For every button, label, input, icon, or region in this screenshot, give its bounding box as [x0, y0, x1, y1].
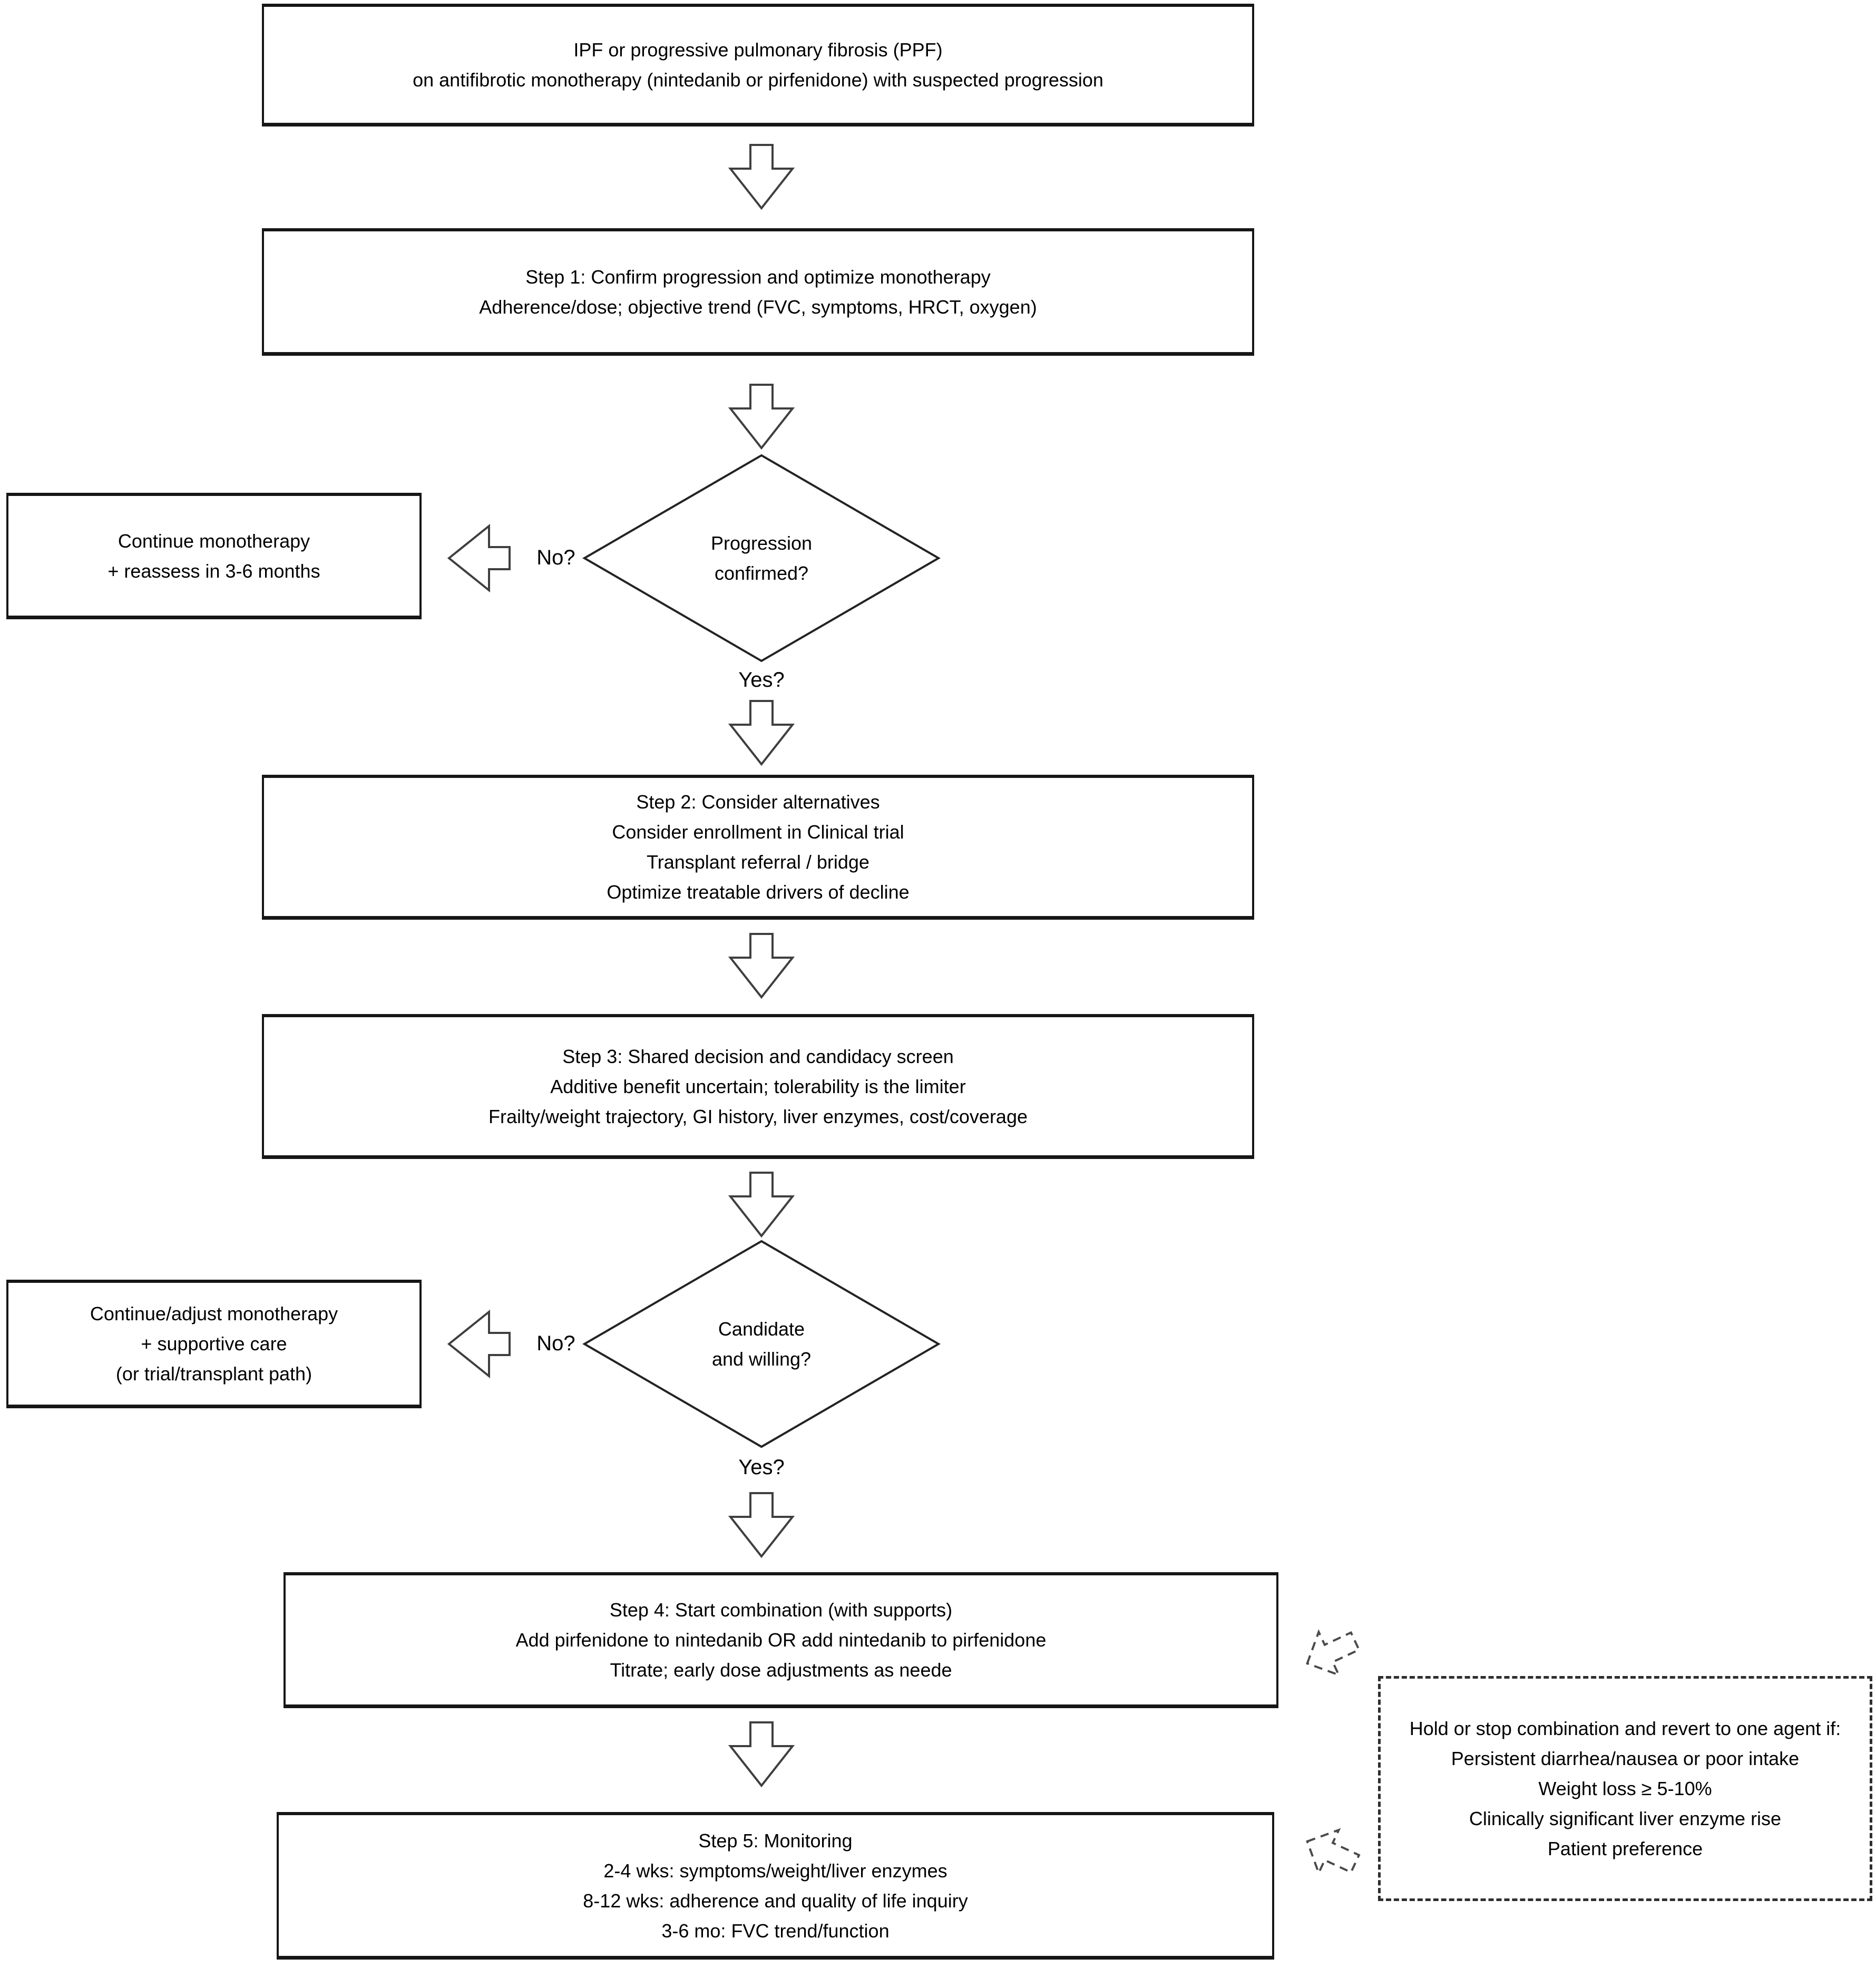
step1-node: Step 1: Confirm progression and optimize…	[262, 228, 1254, 356]
down-arrow-icon	[728, 384, 795, 450]
step3-node: Step 3: Shared decision and candidacy sc…	[262, 1014, 1254, 1159]
text-line: Titrate; early dose adjustments as neede	[610, 1659, 952, 1681]
text-line: 2-4 wks: symptoms/weight/liver enzymes	[603, 1859, 947, 1882]
text-line: Step 1: Confirm progression and optimize…	[525, 266, 991, 288]
down-arrow-icon	[728, 1172, 795, 1238]
text-line: Progression	[710, 532, 813, 554]
decision-candidate-label: Candidate and willing?	[603, 1291, 920, 1397]
text-line: Add pirfenidone to nintedanib OR add nin…	[515, 1629, 1047, 1651]
step5-node: Step 5: Monitoring 2-4 wks: symptoms/weig…	[277, 1812, 1274, 1960]
text-line: Continue/adjust monotherapy	[90, 1303, 338, 1324]
text-line: (or trial/transplant path)	[115, 1363, 312, 1385]
text-line: Persistent diarrhea/nausea or poor intak…	[1451, 1748, 1800, 1769]
text-line: Candidate	[718, 1318, 805, 1340]
no-branch-label: No?	[536, 546, 575, 569]
step4-node: Step 4: Start combination (with supports…	[284, 1572, 1278, 1708]
text-line: Step 2: Consider alternatives	[636, 791, 880, 813]
continue-monotherapy-node: Continue monotherapy + reassess in 3-6 mo…	[6, 493, 422, 619]
text-line: confirmed?	[714, 562, 809, 584]
text-line: + supportive care	[141, 1333, 287, 1355]
hold-stop-note: Hold or stop combination and revert to o…	[1378, 1676, 1872, 1901]
down-arrow-icon	[728, 1721, 795, 1788]
text-line: Patient preference	[1547, 1838, 1703, 1859]
dashed-left-arrow-icon	[1306, 1629, 1361, 1677]
text-line: IPF or progressive pulmonary fibrosis (P…	[573, 39, 943, 61]
left-arrow-icon	[447, 523, 511, 593]
down-arrow-icon	[728, 700, 795, 766]
text-line: and willing?	[711, 1348, 812, 1370]
text-line: Additive benefit uncertain; tolerability…	[550, 1075, 966, 1097]
text-line: Clinically significant liver enzyme rise	[1469, 1808, 1782, 1829]
down-arrow-icon	[728, 933, 795, 999]
text-line: Continue monotherapy	[118, 530, 310, 552]
text-line: Weight loss ≥ 5-10%	[1538, 1778, 1712, 1799]
text-line: + reassess in 3-6 months	[108, 560, 320, 582]
yes-branch-label: Yes?	[738, 668, 785, 691]
decision-progression-label: Progression confirmed?	[603, 505, 920, 611]
text-line: 3-6 mo: FVC trend/function	[661, 1920, 890, 1942]
text-line: Step 4: Start combination (with supports…	[609, 1599, 953, 1621]
text-line: Optimize treatable drivers of decline	[607, 881, 910, 903]
text-line: Consider enrollment in Clinical trial	[612, 821, 904, 843]
text-line: Step 3: Shared decision and candidacy sc…	[562, 1045, 954, 1067]
text-line: Frailty/weight trajectory, GI history, l…	[488, 1105, 1028, 1127]
decision-diamond-candidate	[582, 1240, 941, 1448]
continue-adjust-node: Continue/adjust monotherapy + supportive …	[6, 1280, 422, 1408]
dashed-left-arrow-icon	[1306, 1828, 1361, 1876]
down-arrow-icon	[728, 1492, 795, 1558]
left-arrow-icon	[447, 1309, 511, 1379]
start-node: IPF or progressive pulmonary fibrosis (P…	[262, 4, 1254, 126]
text-line: on antifibrotic monotherapy (nintedanib …	[413, 69, 1103, 91]
text-line: Adherence/dose; objective trend (FVC, sy…	[479, 296, 1037, 318]
text-line: Step 5: Monitoring	[698, 1829, 853, 1852]
text-line: 8-12 wks: adherence and quality of life …	[583, 1889, 968, 1912]
yes-branch-label: Yes?	[738, 1456, 785, 1479]
text-line: Hold or stop combination and revert to o…	[1409, 1718, 1841, 1739]
text-line: Transplant referral / bridge	[647, 851, 869, 873]
decision-diamond-progression	[582, 454, 941, 663]
no-branch-label: No?	[536, 1332, 575, 1355]
down-arrow-icon	[728, 144, 795, 210]
